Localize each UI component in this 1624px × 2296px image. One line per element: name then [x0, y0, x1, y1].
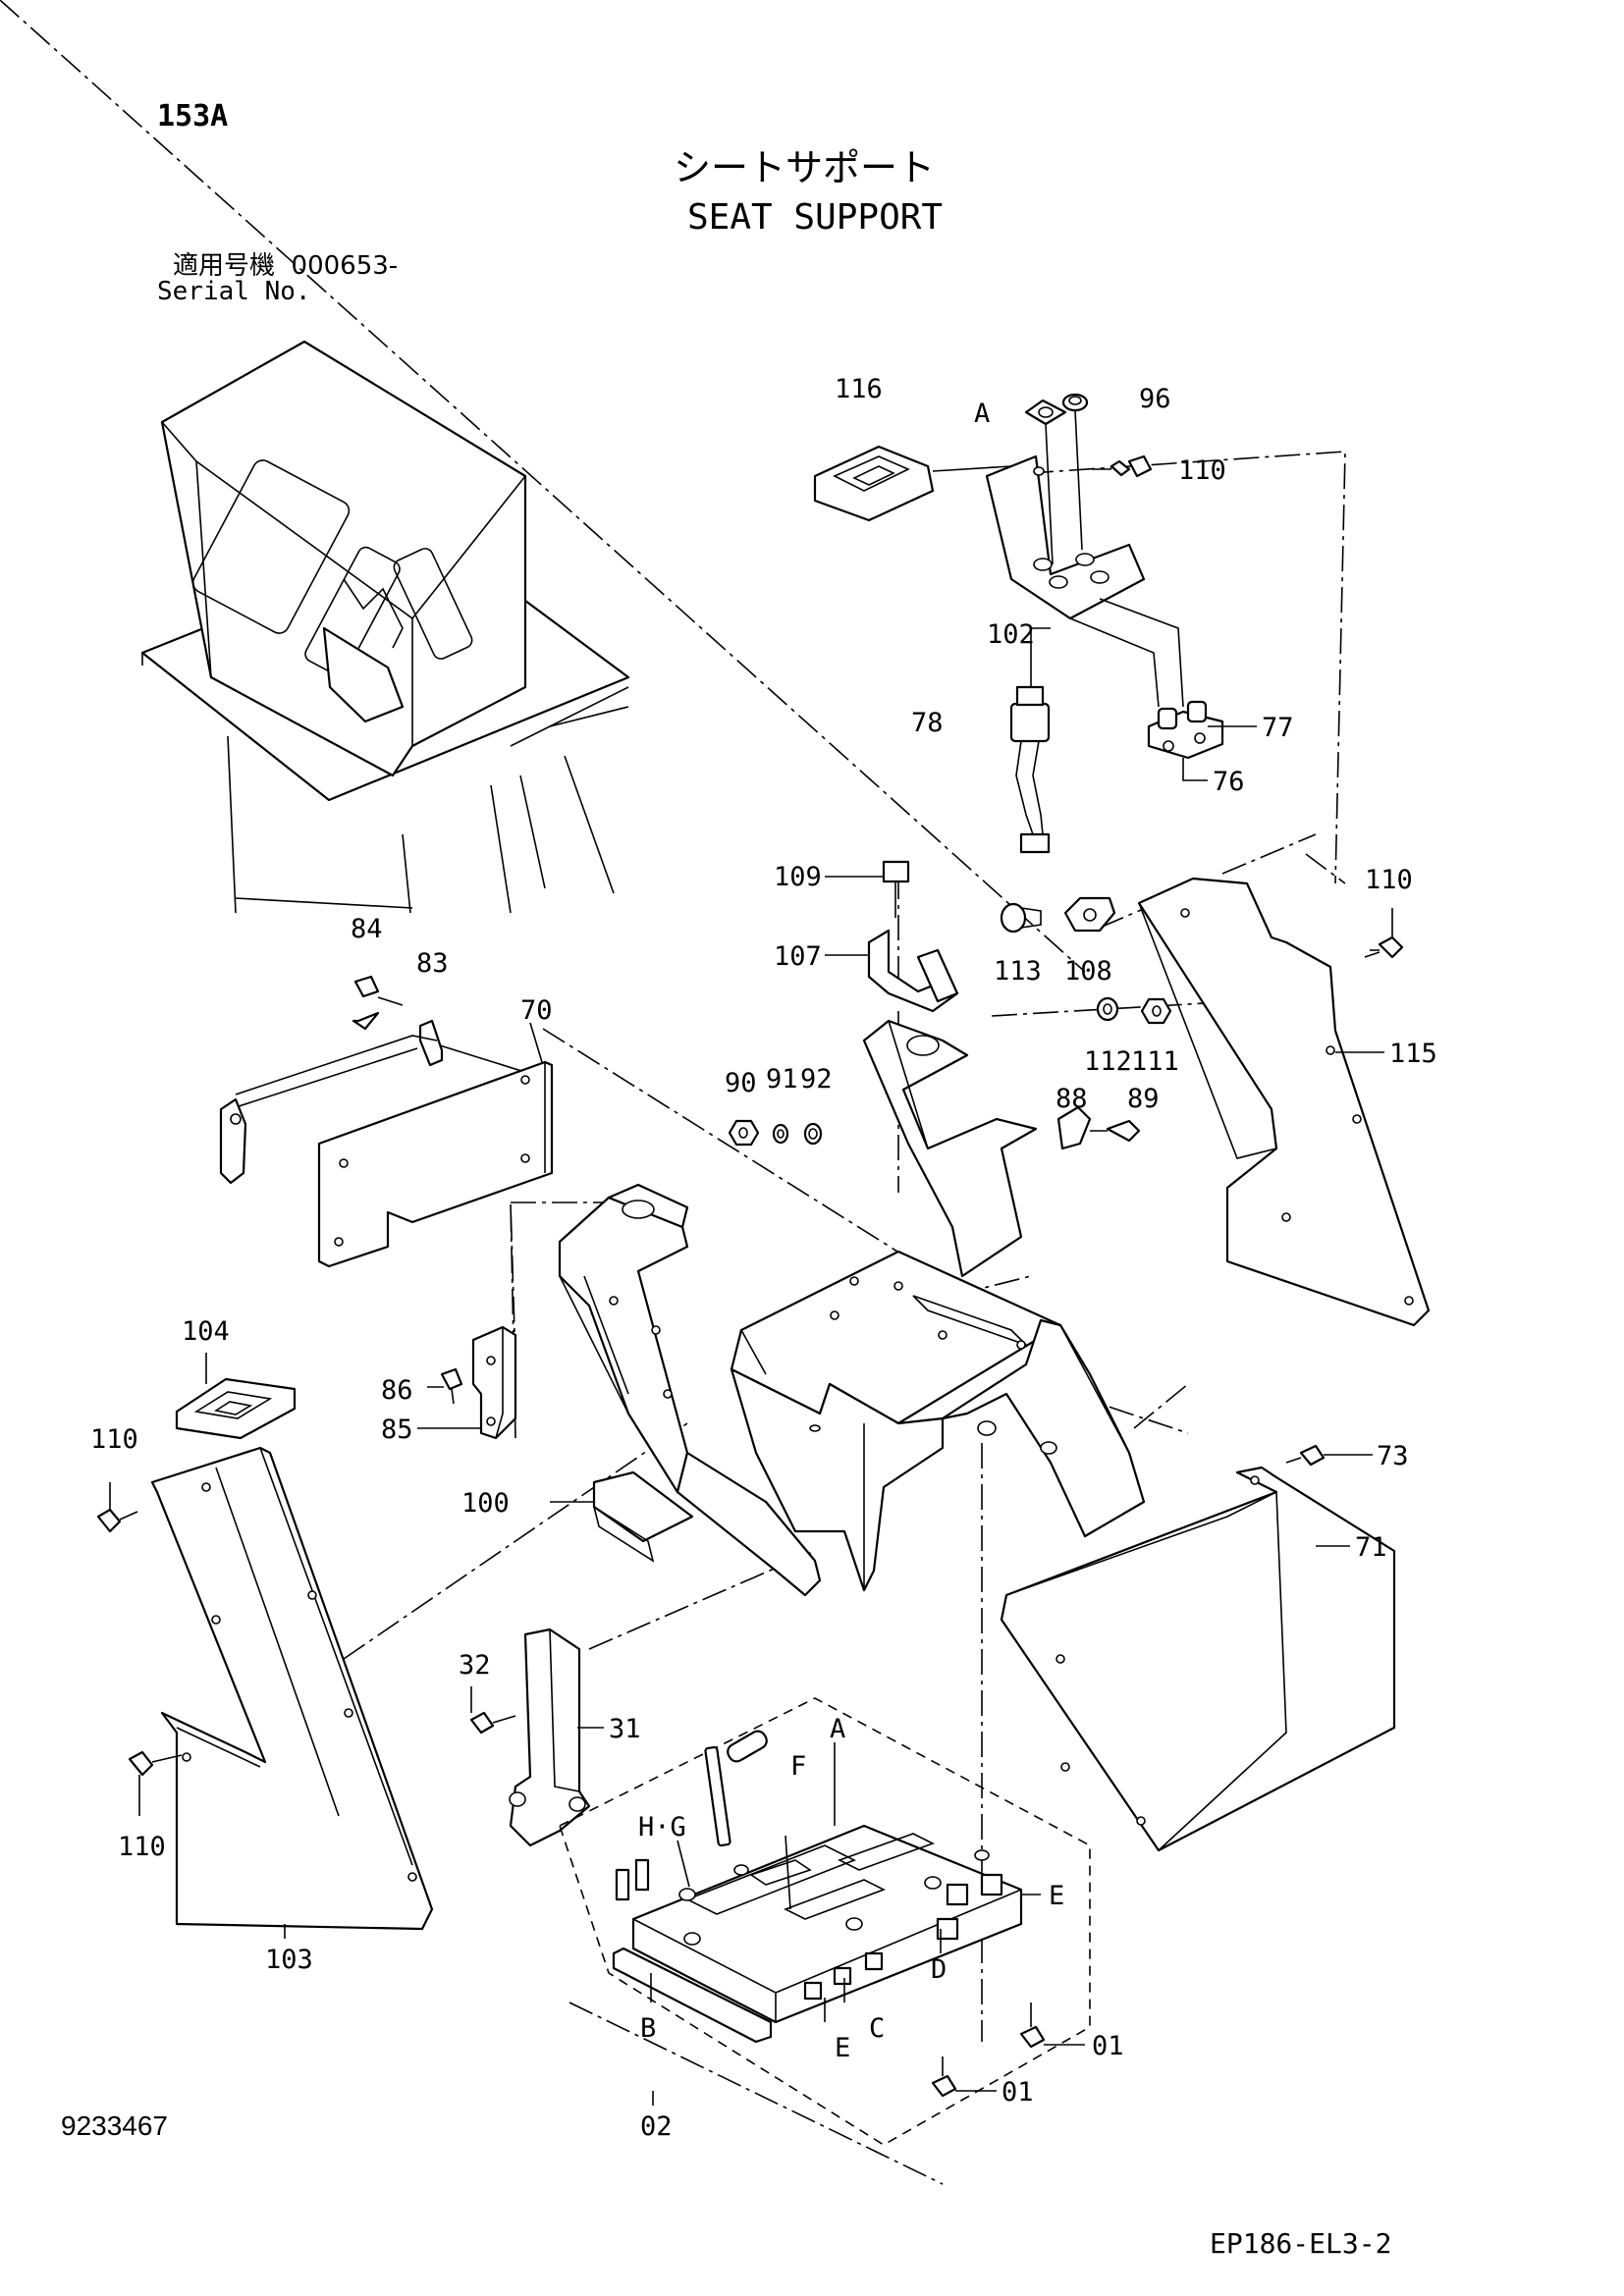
page-title: SEAT SUPPORT: [687, 197, 944, 238]
callout-h-g: H·G: [638, 1812, 686, 1842]
callout-113: 113: [994, 956, 1042, 987]
callout-92: 92: [800, 1064, 833, 1095]
callout-83: 83: [416, 948, 449, 979]
callout-116: 116: [835, 374, 883, 404]
callout-104: 104: [182, 1316, 230, 1347]
callout-100: 100: [461, 1488, 510, 1519]
part-116-seat-pad: [813, 445, 1012, 522]
callout-107: 107: [774, 941, 822, 972]
callout-70: 70: [520, 995, 553, 1026]
callout-f: F: [790, 1751, 806, 1782]
callout-e-right: E: [1049, 1881, 1064, 1911]
callout-110-a: 110: [1178, 455, 1226, 486]
callout-32: 32: [459, 1650, 491, 1681]
part-103-side-cover: [150, 1446, 434, 1939]
callout-102: 102: [987, 619, 1035, 650]
callout-labels: 116 A 96 110 102 78 77 76 109 107 113 10…: [90, 374, 1437, 2142]
callout-90: 90: [725, 1068, 757, 1098]
part-85-mounting-bracket: [417, 1325, 517, 1440]
callout-a-bottom: A: [830, 1714, 845, 1744]
callout-a-top: A: [974, 399, 990, 429]
callout-78: 78: [911, 708, 944, 738]
part-77-76-terminal: [1069, 598, 1257, 781]
callout-110-b: 110: [1365, 865, 1413, 895]
callout-109: 109: [774, 862, 822, 892]
callout-85: 85: [381, 1415, 413, 1445]
part-115-side-panel: [1137, 877, 1431, 1327]
serial-value: 000653-: [291, 251, 399, 281]
part-100-seat-stand-frame: [550, 1019, 1146, 1597]
callout-110-c: 110: [90, 1424, 138, 1455]
callout-02: 02: [640, 2111, 673, 2142]
part-78-seat-switch: [1009, 627, 1051, 854]
serial-label-jp-text: 適用号機: [173, 251, 276, 281]
callout-73: 73: [1377, 1441, 1409, 1471]
part-102-switch-bracket: [985, 393, 1153, 620]
drawing-number: 9233467: [61, 2110, 169, 2141]
callout-01-a: 01: [1092, 2031, 1124, 2061]
part-113-108-pin-link: [1000, 896, 1116, 934]
callout-115: 115: [1389, 1039, 1437, 1069]
page-title-japanese: シートサポート: [674, 146, 936, 189]
machine-overview-illustration: [140, 340, 630, 914]
callout-e-bottom: E: [835, 2033, 850, 2063]
callout-111: 111: [1131, 1046, 1179, 1077]
seat-slide-assembly: [559, 1697, 1091, 2146]
callout-89: 89: [1127, 1084, 1160, 1114]
callout-103: 103: [265, 1945, 313, 1975]
callout-108: 108: [1064, 956, 1112, 987]
serial-label: Serial No.: [157, 277, 311, 306]
callout-c: C: [869, 2013, 885, 2044]
callout-91: 91: [766, 1064, 798, 1095]
fasteners-upper-right: [1096, 908, 1404, 1025]
part-71-front-cover: [1000, 1466, 1396, 1852]
callout-110-d: 110: [118, 1832, 166, 1862]
part-70-lower-plate: [219, 975, 554, 1268]
callout-01-b: 01: [1001, 2077, 1034, 2108]
callout-77: 77: [1262, 713, 1294, 743]
callout-112: 112: [1084, 1046, 1132, 1077]
page-code: 153A: [157, 99, 229, 133]
callout-d: D: [931, 1954, 947, 1985]
part-107-bracket: [825, 860, 959, 1013]
callout-84: 84: [351, 914, 383, 944]
serial-label-japanese: 適用号機 000653-: [173, 253, 398, 279]
fasteners-center: [728, 1105, 1141, 1150]
fasteners-left: [96, 1482, 183, 1816]
callout-b: B: [640, 2013, 656, 2044]
callout-76: 76: [1213, 767, 1245, 797]
callout-31: 31: [609, 1714, 641, 1744]
callout-88: 88: [1056, 1084, 1088, 1114]
fastener-73: [1285, 1444, 1373, 1467]
callout-96: 96: [1139, 384, 1171, 414]
callout-71: 71: [1355, 1532, 1387, 1563]
part-31-support-bracket: [469, 1628, 604, 1847]
callout-86: 86: [381, 1375, 413, 1406]
part-104-pad: [175, 1353, 297, 1440]
sheet-code: EP186-EL3-2: [1210, 2227, 1392, 2260]
